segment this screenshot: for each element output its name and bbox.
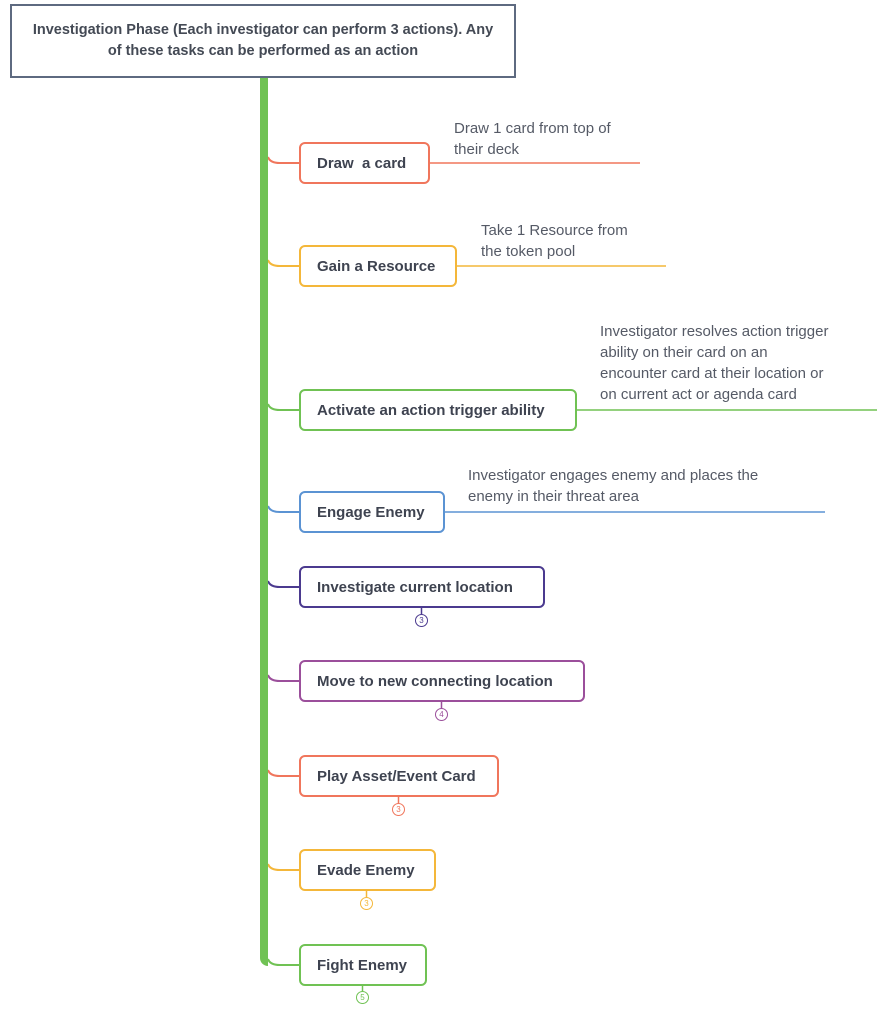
topic-label: Evade Enemy [317,861,415,879]
topic-label: Activate an action trigger ability [317,401,545,419]
note-line: the token pool [481,243,576,260]
connector-line [267,958,299,966]
note-line: Take 1 Resource from [481,222,628,239]
connector-line [267,769,299,777]
collapsed-children-badge[interactable]: 5 [356,991,369,1004]
topic-gain-a-resource[interactable]: Gain a Resource [299,245,457,287]
topic-label: Draw a card [317,154,407,172]
collapsed-children-badge[interactable]: 3 [415,614,428,627]
topic-label: Play Asset/Event Card [317,767,476,785]
collapsed-children-badge[interactable]: 4 [435,708,448,721]
connector-line [267,674,299,682]
connector-line [267,259,299,267]
note-gain-a-resource: Take 1 Resource from the token pool [481,220,628,262]
topic-label: Engage Enemy [317,503,425,521]
connector-line [267,863,299,871]
topic-label: Fight Enemy [317,956,408,974]
root-topic-label: Investigation Phase (Each investigator c… [32,22,494,59]
topic-fight-enemy[interactable]: Fight Enemy [299,944,427,986]
note-activate-action-trigger-ability: Investigator resolves action trigger abi… [600,321,828,405]
connector-line [267,156,299,164]
topic-label: Investigate current location [317,578,513,596]
note-line: their deck [454,141,520,158]
topic-investigate-current-location[interactable]: Investigate current location [299,566,545,608]
topic-label: Move to new connecting location [317,672,553,690]
main-trunk [260,78,268,966]
collapsed-children-badge[interactable]: 3 [392,803,405,816]
collapsed-children-badge[interactable]: 3 [360,897,373,910]
connector-line [267,403,299,411]
note-line: on current act or agenda card [600,386,797,403]
topic-play-asset-event-card[interactable]: Play Asset/Event Card [299,755,499,797]
topic-label: Gain a Resource [317,257,436,275]
note-line: encounter card at their location or [600,365,824,382]
connector-line [267,580,299,588]
topic-evade-enemy[interactable]: Evade Enemy [299,849,436,891]
note-line: ability on their card on an [600,344,768,361]
connector-line [267,505,299,513]
topic-draw-a-card[interactable]: Draw a card [299,142,430,184]
note-engage-enemy: Investigator engages enemy and places th… [468,465,758,507]
root-topic[interactable]: Investigation Phase (Each investigator c… [10,4,516,78]
topic-activate-action-trigger-ability[interactable]: Activate an action trigger ability [299,389,577,431]
note-line: enemy in their threat area [468,488,639,505]
topic-engage-enemy[interactable]: Engage Enemy [299,491,445,533]
topic-move-to-new-connecting-location[interactable]: Move to new connecting location [299,660,585,702]
note-line: Draw 1 card from top of [454,120,611,137]
note-line: Investigator resolves action trigger [600,323,829,340]
note-line: Investigator engages enemy and places th… [468,467,759,484]
note-draw-a-card: Draw 1 card from top of their deck [454,118,611,160]
